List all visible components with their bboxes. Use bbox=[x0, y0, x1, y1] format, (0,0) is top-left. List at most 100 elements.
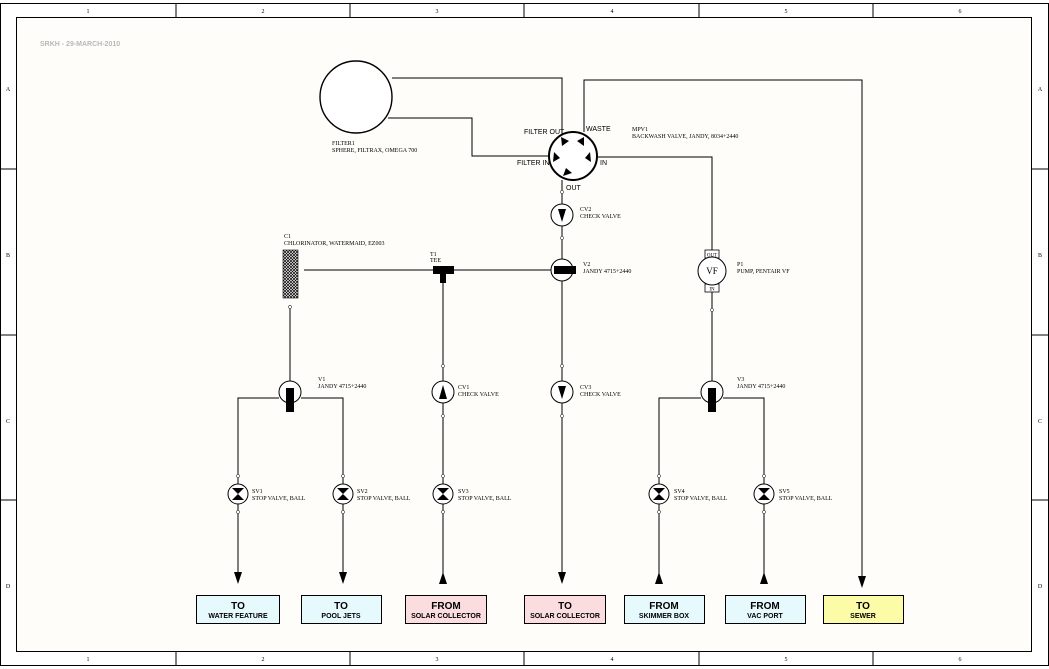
endpoint-box-from-solar: FROM SOLAR COLLECTOR bbox=[405, 595, 487, 624]
check-valve-cv2 bbox=[550, 203, 574, 227]
cv3-desc: CHECK VALVE bbox=[580, 392, 621, 398]
endpoint-box-sewer: TO SEWER bbox=[823, 595, 904, 624]
frame-col-label: 1 bbox=[87, 657, 90, 663]
sv4-desc: STOP VALVE, BALL bbox=[674, 496, 728, 502]
endpoint-direction: FROM bbox=[649, 601, 678, 612]
frame-col-label: 5 bbox=[785, 9, 788, 15]
endpoint-direction: TO bbox=[558, 601, 572, 612]
three-way-valve-v3 bbox=[700, 380, 724, 412]
stop-valve-sv5 bbox=[753, 483, 775, 505]
frame-row-label: C bbox=[1038, 419, 1042, 425]
stop-valve-sv4 bbox=[648, 483, 670, 505]
pipe-port-markers bbox=[236, 190, 766, 514]
frame-col-label: 6 bbox=[959, 9, 962, 15]
endpoint-box-to-solar: TO SOLAR COLLECTOR bbox=[524, 595, 606, 624]
three-way-valve-v2 bbox=[550, 258, 576, 282]
mpv-port-in: IN bbox=[600, 160, 607, 167]
sv2-id: SV2 bbox=[357, 489, 368, 495]
check-valve-cv1 bbox=[431, 380, 455, 404]
drawing-frame: 1 2 3 4 5 6 1 2 3 4 5 6 A B C D A B C D bbox=[0, 3, 1049, 666]
pump-desc: PUMP, PENTAIR VF bbox=[737, 269, 790, 275]
mpv-id: MPV1 bbox=[632, 127, 648, 133]
cv2-desc: CHECK VALVE bbox=[580, 214, 621, 220]
sv3-desc: STOP VALVE, BALL bbox=[458, 496, 512, 502]
chlorinator-id: C1 bbox=[284, 234, 291, 240]
v1-id: V1 bbox=[318, 377, 325, 383]
frame-row-label: D bbox=[6, 584, 11, 590]
tee-id: T1 bbox=[430, 252, 437, 258]
frame-col-label: 1 bbox=[87, 9, 90, 15]
mpv-port-filter-out: FILTER OUT bbox=[524, 129, 565, 136]
sv1-desc: STOP VALVE, BALL bbox=[252, 496, 306, 502]
cv3-id: CV3 bbox=[580, 385, 591, 391]
flow-arrows bbox=[234, 572, 866, 588]
filter-sphere bbox=[319, 60, 393, 134]
cv1-desc: CHECK VALVE bbox=[458, 392, 499, 398]
sv5-id: SV5 bbox=[779, 489, 790, 495]
frame-col-label: 2 bbox=[262, 9, 265, 15]
pump-out-label: OUT bbox=[707, 254, 717, 259]
endpoint-name: SEWER bbox=[850, 613, 876, 620]
frame-col-label: 2 bbox=[262, 657, 265, 663]
frame-col-label: 5 bbox=[785, 657, 788, 663]
endpoint-direction: TO bbox=[231, 601, 245, 612]
endpoint-name: VAC PORT bbox=[747, 613, 783, 620]
endpoint-name: SOLAR COLLECTOR bbox=[411, 613, 481, 620]
endpoint-box-water-feature: TO WATER FEATURE bbox=[196, 595, 280, 624]
chlorinator-cell bbox=[282, 249, 299, 299]
check-valve-cv3 bbox=[550, 380, 574, 404]
endpoint-box-pool-jets: TO POOL JETS bbox=[301, 595, 382, 624]
v2-id: V2 bbox=[583, 262, 590, 268]
endpoint-direction: TO bbox=[856, 601, 870, 612]
sv3-id: SV3 bbox=[458, 489, 469, 495]
mpv-port-out: OUT bbox=[566, 185, 582, 192]
cv2-id: CV2 bbox=[580, 207, 591, 213]
sv5-desc: STOP VALVE, BALL bbox=[779, 496, 833, 502]
endpoint-name: SKIMMER BOX bbox=[639, 613, 690, 620]
tee-fitting bbox=[433, 266, 454, 283]
chlorinator-desc: CHLORINATOR, WATERMAID, EZ003 bbox=[284, 241, 384, 247]
sv1-id: SV1 bbox=[252, 489, 263, 495]
pump-id: P1 bbox=[737, 262, 743, 268]
frame-row-label: C bbox=[6, 419, 10, 425]
filter-desc: SPHERE, FILTRAX, OMEGA 700 bbox=[332, 148, 417, 154]
frame-row-label: B bbox=[6, 253, 10, 259]
frame-row-label: A bbox=[1038, 87, 1043, 93]
stop-valve-sv2 bbox=[332, 483, 354, 505]
stop-valve-sv3 bbox=[432, 483, 454, 505]
endpoint-box-vac-port: FROM VAC PORT bbox=[725, 595, 806, 624]
frame-row-label: D bbox=[1038, 584, 1043, 590]
frame-col-label: 3 bbox=[436, 657, 439, 663]
frame-col-label: 3 bbox=[436, 9, 439, 15]
mpv-port-waste: WASTE bbox=[586, 126, 611, 133]
cv1-id: CV1 bbox=[458, 385, 469, 391]
frame-col-label: 6 bbox=[959, 657, 962, 663]
endpoint-box-skimmer: FROM SKIMMER BOX bbox=[624, 595, 705, 624]
sv2-desc: STOP VALVE, BALL bbox=[357, 496, 411, 502]
v3-id: V3 bbox=[737, 377, 744, 383]
frame-col-label: 4 bbox=[611, 9, 614, 15]
endpoint-direction: FROM bbox=[431, 601, 460, 612]
frame-row-label: B bbox=[1038, 253, 1042, 259]
v1-desc: JANDY 4715+2440 bbox=[318, 384, 366, 390]
endpoint-direction: FROM bbox=[750, 601, 779, 612]
pump-symbol: VF bbox=[706, 266, 718, 276]
frame-row-label: A bbox=[6, 87, 11, 93]
endpoint-name: WATER FEATURE bbox=[208, 613, 268, 620]
sv4-id: SV4 bbox=[674, 489, 685, 495]
v2-desc: JANDY 4715+2440 bbox=[583, 269, 631, 275]
pipework bbox=[237, 77, 863, 582]
mpv-desc: BACKWASH VALVE, JANDY, 8034+2440 bbox=[632, 134, 738, 140]
pump-in-label: IN bbox=[709, 288, 715, 293]
pump-p1 bbox=[697, 249, 727, 293]
drawing-stamp: SRKH - 29-MARCH-2010 bbox=[40, 41, 120, 48]
endpoint-name: POOL JETS bbox=[321, 613, 360, 620]
multiport-valve bbox=[548, 131, 598, 181]
three-way-valve-v1 bbox=[278, 380, 302, 412]
stop-valve-sv1 bbox=[227, 483, 249, 505]
frame-col-label: 4 bbox=[611, 657, 614, 663]
endpoint-name: SOLAR COLLECTOR bbox=[530, 613, 600, 620]
filter-id: FILTER1 bbox=[332, 141, 355, 147]
tee-desc: TEE bbox=[430, 258, 441, 264]
